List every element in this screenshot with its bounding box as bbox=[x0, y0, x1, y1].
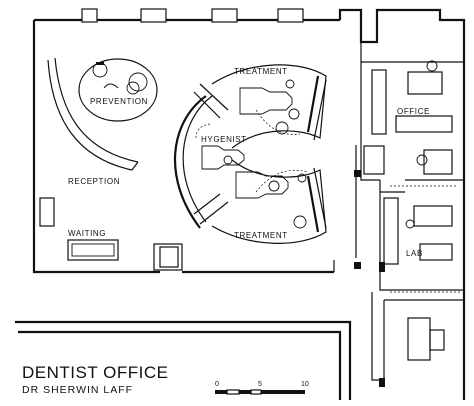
label-reception: RECEPTION bbox=[68, 177, 120, 186]
label-waiting: WAITING bbox=[68, 229, 106, 238]
exterior-walls bbox=[15, 8, 466, 400]
window-2 bbox=[140, 8, 167, 23]
scale-tick-0: 0 bbox=[215, 381, 219, 388]
interior-partitions bbox=[153, 42, 464, 381]
scale-tick-10: 10 bbox=[301, 381, 309, 388]
label-prevention: PREVENTION bbox=[90, 97, 148, 106]
waiting-furniture bbox=[39, 197, 119, 261]
treatment-cluster bbox=[173, 64, 327, 244]
window-1 bbox=[81, 8, 98, 23]
label-treatment-top: TREATMENT bbox=[234, 67, 288, 76]
window-3 bbox=[211, 8, 238, 23]
reception-desk bbox=[47, 57, 139, 171]
scale-bar: 0 5 10 bbox=[215, 381, 309, 395]
lower-right-room bbox=[390, 291, 460, 361]
prevention-room bbox=[78, 58, 158, 122]
label-lab: LAB bbox=[406, 249, 423, 258]
label-hygenist: HYGENIST bbox=[201, 135, 247, 144]
office-furniture bbox=[363, 60, 453, 175]
lab-furniture bbox=[383, 185, 458, 265]
plan-subtitle: DR SHERWIN LAFF bbox=[22, 384, 133, 396]
plan-title: DENTIST OFFICE bbox=[22, 363, 168, 382]
window-4 bbox=[277, 8, 304, 23]
label-treatment-bottom: TREATMENT bbox=[234, 231, 288, 240]
scale-tick-5: 5 bbox=[258, 381, 262, 388]
label-office: OFFICE bbox=[397, 107, 430, 116]
